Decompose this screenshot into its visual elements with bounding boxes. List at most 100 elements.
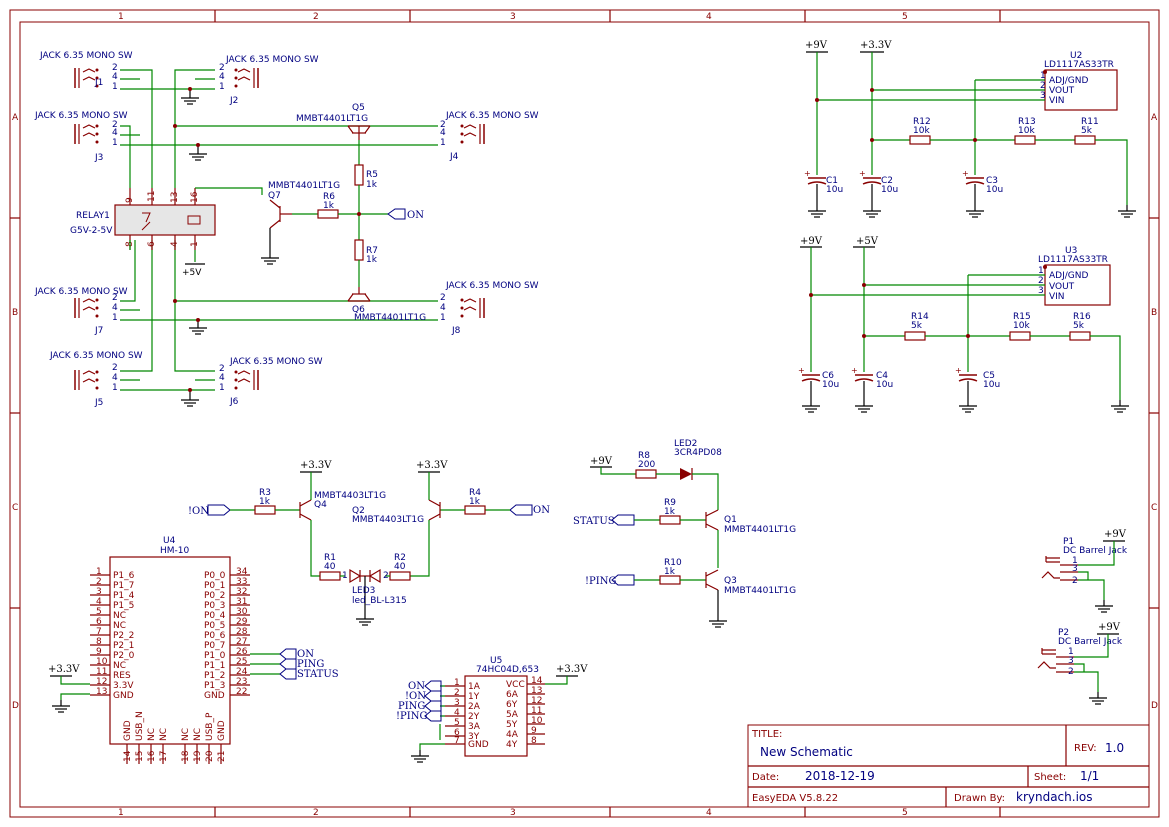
pin-label: GND (217, 720, 227, 741)
col-label: 3 (510, 12, 516, 22)
pin-number: 33 (236, 577, 247, 587)
pin-number: 16 (147, 750, 157, 762)
pin-number: 13 (96, 687, 107, 697)
resistor-value: 1k (664, 567, 676, 577)
led-value: 3CR4PD08 (674, 448, 722, 458)
pin-number: 10 (531, 716, 543, 726)
pin-number: 4 (112, 128, 118, 138)
pin-label: P1_6 (113, 571, 135, 581)
pin-number: 16 (190, 191, 200, 203)
resistor-ref: R12 (913, 117, 931, 127)
pin-number: 34 (236, 567, 248, 577)
pin-label: GND (204, 691, 225, 701)
transistor-ref: Q4 (314, 500, 327, 510)
pin-number: 4 (96, 597, 102, 607)
pin-number: 3 (1040, 91, 1046, 101)
pin-number: 8 (96, 637, 102, 647)
jack-ref: J2 (229, 96, 238, 106)
relay-driver-wiring: R5 1k R6 1k R7 1k ON (260, 140, 424, 287)
date-label: Date: (752, 772, 779, 783)
pin-label: GND (123, 720, 133, 741)
title-label: TITLE: (751, 729, 782, 740)
pin-number: 32 (236, 587, 247, 597)
capacitor-value: 10u (826, 185, 843, 195)
jack-ref: J8 (451, 326, 461, 336)
capacitor-ref: C5 (983, 371, 995, 381)
resistor-value: 5k (1081, 126, 1093, 136)
pin-label: NC (147, 728, 157, 741)
resistor-value: 10k (913, 126, 930, 136)
pin-label: VOUT (1049, 86, 1075, 96)
pin-number: 1 (1038, 266, 1044, 276)
relay-value: G5V-2-5V (70, 226, 113, 236)
pin-number: 22 (236, 687, 247, 697)
led3-driver: +3.3V +3.3V !ON R3 1k MMBT4403LT1G Q4 ON… (188, 460, 550, 626)
pin-number: 2 (440, 120, 446, 130)
power-flag-9v: +9V (590, 456, 613, 467)
col-label: 2 (313, 808, 319, 818)
capacitor-ref: C6 (822, 371, 834, 381)
resistor-ref: R9 (664, 498, 676, 508)
power-flag-9v: +9V (1104, 529, 1127, 540)
pin-label: NC (193, 728, 203, 741)
resistor-value: 5k (1073, 321, 1085, 331)
pin-number: 1 (112, 313, 118, 323)
capacitor-value: 10u (986, 185, 1003, 195)
pin-number: 2 (1040, 81, 1046, 91)
transistor-q5: Q5 MMBT4401LT1G (296, 103, 371, 140)
pin-label: ADJ/GND (1049, 271, 1088, 281)
pin-number: 4 (112, 72, 118, 82)
pin-number: 10 (96, 657, 108, 667)
pin-label: P1_0 (204, 651, 226, 661)
resistor-ref: R10 (664, 558, 682, 568)
resistor-ref: R13 (1018, 117, 1036, 127)
power-flag-9v: +9V (1098, 622, 1121, 633)
pin-number: 5 (454, 718, 460, 728)
pin-number: 8 (531, 736, 537, 746)
module-value: HM-10 (160, 546, 190, 556)
jack-type: JACK 6.35 MONO SW (34, 287, 128, 297)
pin-label: P1_4 (113, 591, 135, 601)
net-not-on: !ON (188, 506, 209, 517)
capacitor-ref: C2 (881, 176, 893, 186)
connector-ref: P2 (1058, 628, 1069, 638)
pin-number: 1 (190, 241, 200, 247)
col-label: 3 (510, 808, 516, 818)
jack-type: JACK 6.35 MONO SW (34, 111, 128, 121)
resistor-value: 10k (1013, 321, 1030, 331)
row-label: A (12, 113, 19, 123)
pin-label: NC (159, 728, 169, 741)
jack-ref: J3 (94, 153, 103, 163)
pin-number: 1 (1040, 71, 1046, 81)
pin-number: 7 (96, 627, 102, 637)
pin-number: 2 (112, 63, 118, 73)
transistor-value: MMBT4403LT1G (352, 515, 424, 525)
pin-number: 12 (531, 696, 542, 706)
power-flag-33v: +3.3V (48, 664, 80, 675)
jack-type: JACK 6.35 MONO SW (225, 55, 319, 65)
pin-number: 6 (96, 617, 102, 627)
pin-number: 2 (440, 293, 446, 303)
power-flag-5v: +5V (182, 268, 202, 278)
power-flag-33v: +3.3V (300, 460, 332, 471)
transistor-ref: Q7 (268, 191, 281, 201)
barrel-jack-p2: P2 DC Barrel Jack 1 3 2 +9V (1037, 622, 1123, 705)
power-flag-5v: +5V (856, 236, 879, 247)
capacitor-value: 10u (876, 380, 893, 390)
pin-number: 14 (123, 750, 133, 762)
pin-number: 3 (1068, 656, 1074, 666)
pin-number: 7 (454, 736, 460, 746)
drawing-frame: 1 2 3 4 5 1 2 3 4 5 A B C D A B C D (9, 9, 1160, 818)
pin-number: 11 (96, 667, 107, 677)
resistor-ref: R11 (1081, 117, 1099, 127)
transistor-value: MMBT4401LT1G (724, 525, 796, 535)
pin-number: 11 (531, 706, 542, 716)
drawn-by-value: kryndach.ios (1016, 790, 1093, 804)
transistor-value: MMBT4401LT1G (296, 114, 368, 124)
pin-label: 5Y (506, 720, 518, 730)
pin-number: 4 (440, 303, 446, 313)
drawn-by-label: Drawn By: (954, 793, 1005, 804)
pin-number: 2 (219, 364, 225, 374)
capacitor-value: 10u (822, 380, 839, 390)
transistor-ref: Q1 (724, 515, 737, 525)
